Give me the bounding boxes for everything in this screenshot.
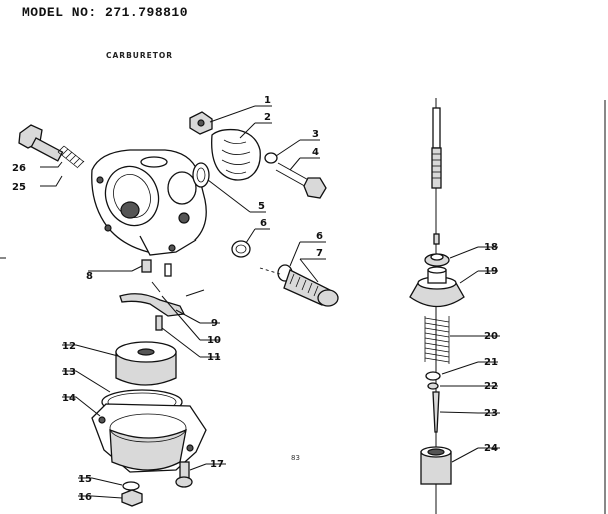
callout-17: 17 (210, 459, 224, 470)
screw-part-7 (283, 269, 339, 307)
jet-part-8 (141, 259, 172, 277)
carburetor-body (91, 149, 207, 256)
callout-14: 14 (62, 393, 76, 404)
valve-part-11 (155, 315, 163, 331)
callout-6-lower: 6 (316, 231, 323, 242)
callout-22: 22 (484, 381, 498, 392)
callout-4: 4 (312, 147, 319, 158)
nut-part-18 (424, 253, 450, 267)
callout-10: 10 (207, 335, 221, 346)
oring-part-6a (231, 240, 251, 258)
callout-23: 23 (484, 408, 498, 419)
callout-11: 11 (207, 352, 221, 363)
callout-15: 15 (78, 474, 92, 485)
callout-5: 5 (258, 201, 265, 212)
callout-12: 12 (62, 341, 76, 352)
plate-code: 83 (291, 454, 300, 462)
callout-1: 1 (264, 95, 271, 106)
callout-6-upper: 6 (260, 218, 267, 229)
screw-part-17 (175, 461, 193, 488)
needle-part-23 (432, 391, 440, 433)
callout-25: 25 (12, 182, 26, 193)
float-lever-part-9 (119, 289, 205, 317)
callout-18: 18 (484, 242, 498, 253)
clip-part-22 (427, 382, 439, 390)
needle-clip-small (433, 233, 440, 245)
screw-part-26 (18, 124, 64, 162)
callout-21: 21 (484, 357, 498, 368)
washer-part-3 (264, 152, 278, 164)
block-part-1 (189, 111, 213, 135)
callout-16: 16 (78, 492, 92, 503)
spring-part-20 (424, 316, 450, 364)
callout-3: 3 (312, 129, 319, 140)
callout-13: 13 (62, 367, 76, 378)
diagram-subtitle: CARBURETOR (106, 51, 174, 60)
callout-7: 7 (316, 248, 323, 259)
model-number-title: MODEL NO: 271.798810 (22, 5, 189, 20)
cap-part-19 (409, 266, 465, 308)
nut-part-16 (121, 489, 143, 507)
callout-19: 19 (484, 266, 498, 277)
callout-9: 9 (211, 318, 218, 329)
bracket-part-2 (211, 128, 261, 181)
callout-26: 26 (12, 163, 26, 174)
spring-part-25 (57, 145, 85, 169)
pin-part-10 (151, 281, 161, 293)
callout-2: 2 (264, 112, 271, 123)
float-part-12 (115, 341, 177, 386)
callout-20: 20 (484, 331, 498, 342)
float-bowl-part-14 (91, 403, 207, 473)
callout-24: 24 (484, 443, 498, 454)
needle-top (431, 107, 442, 189)
callout-8: 8 (86, 271, 93, 282)
ring-part-5 (192, 162, 210, 188)
dashed-link (259, 267, 281, 275)
washer-part-15 (122, 481, 140, 491)
ring-part-21 (425, 371, 441, 381)
throttle-slide-part-24 (420, 446, 452, 485)
leader-lines (40, 105, 500, 499)
bolt-part-4 (275, 162, 327, 199)
